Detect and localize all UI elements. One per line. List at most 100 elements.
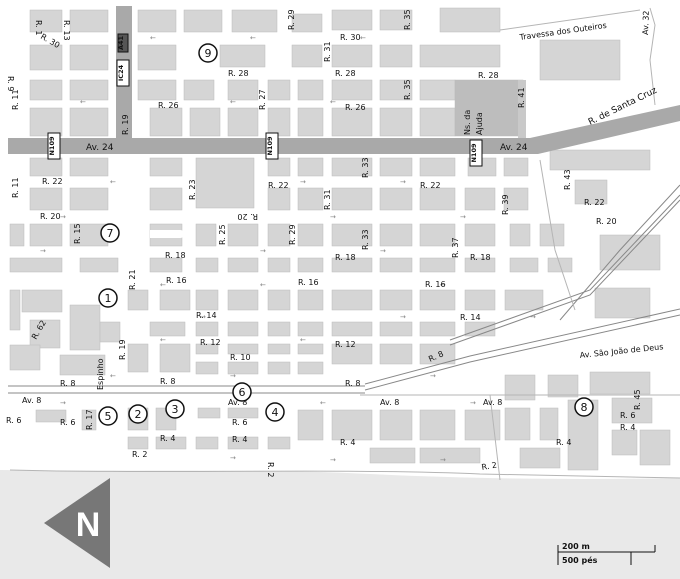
svg-text:R. 22: R. 22 (42, 177, 63, 186)
svg-text:R. 25: R. 25 (218, 224, 227, 245)
svg-text:R. 37: R. 37 (451, 237, 460, 258)
svg-text:→: → (470, 399, 476, 407)
svg-text:R. 23: R. 23 (188, 179, 197, 200)
svg-text:→: → (330, 456, 336, 464)
svg-text:4: 4 (272, 406, 279, 419)
marker-5[interactable]: 5 (98, 406, 118, 426)
markers[interactable]: 1 2 3 4 5 6 7 8 9 (98, 43, 594, 426)
svg-text:R. 6: R. 6 (620, 411, 635, 420)
svg-text:R. 43: R. 43 (563, 169, 572, 190)
svg-text:Av. 8: Av. 8 (380, 398, 399, 407)
svg-text:R. 19: R. 19 (121, 114, 130, 135)
svg-text:R. 6: R. 6 (60, 418, 75, 427)
svg-text:→: → (200, 313, 206, 321)
svg-text:R. 31: R. 31 (323, 189, 332, 210)
svg-text:R. 16: R. 16 (166, 276, 187, 285)
svg-text:R. 10: R. 10 (230, 353, 251, 362)
sea-area (0, 470, 680, 579)
svg-text:Av. 8: Av. 8 (228, 398, 247, 407)
svg-text:←: ← (110, 178, 116, 186)
highway-shields: IC24 A41 N109 N109 N109 (47, 33, 483, 167)
svg-text:R. 18: R. 18 (165, 251, 186, 260)
svg-text:R. 6: R. 6 (232, 418, 247, 427)
svg-text:3: 3 (172, 403, 179, 416)
svg-text:R. 14: R. 14 (196, 311, 217, 320)
svg-text:←: ← (320, 399, 326, 407)
n109-shield-2: N109 (265, 132, 279, 160)
svg-text:→: → (40, 247, 46, 255)
road-lines (9, 7, 680, 481)
direction-arrows: ←←← ←←← ←→→ →→→ →→→ ←←← →→→ ←← ←→→ →←→ →… (40, 34, 536, 464)
svg-text:→: → (60, 213, 66, 221)
svg-text:R. 18: R. 18 (335, 253, 356, 262)
park-shape (150, 230, 185, 238)
svg-text:→: → (400, 178, 406, 186)
svg-text:R. 20: R. 20 (40, 212, 61, 221)
north-compass-icon: N (44, 478, 110, 568)
svg-text:2: 2 (135, 408, 142, 421)
svg-text:200 m: 200 m (562, 542, 590, 551)
svg-text:Av. 8: Av. 8 (22, 396, 41, 405)
svg-text:R. 39: R. 39 (501, 194, 510, 215)
svg-text:R. 12: R. 12 (200, 338, 221, 347)
svg-text:R. 15: R. 15 (73, 223, 82, 244)
marker-4[interactable]: 4 (265, 402, 285, 422)
svg-text:R. 22: R. 22 (584, 198, 605, 207)
svg-text:Travessa dos Outeiros: Travessa dos Outeiros (518, 21, 607, 42)
ic24-shield: IC24 (116, 59, 130, 87)
marker-7[interactable]: 7 (100, 223, 120, 243)
svg-text:R. 17: R. 17 (85, 409, 94, 430)
svg-text:R. 2: R. 2 (132, 450, 147, 459)
n109-shield-3: N109 (469, 139, 483, 167)
svg-text:9: 9 (205, 47, 212, 60)
svg-text:R. 16: R. 16 (298, 278, 319, 287)
svg-text:→: → (60, 399, 66, 407)
svg-text:←: ← (360, 34, 366, 42)
railway (8, 184, 680, 394)
svg-text:R. 9: R. 9 (6, 76, 15, 91)
svg-text:→: → (230, 372, 236, 380)
marker-2[interactable]: 2 (128, 404, 148, 424)
svg-text:R. 30: R. 30 (340, 33, 361, 42)
svg-text:R. 2: R. 2 (266, 462, 275, 477)
svg-text:A41: A41 (117, 35, 125, 50)
svg-text:R. 35: R. 35 (403, 9, 412, 30)
svg-text:R. 31: R. 31 (323, 41, 332, 62)
svg-text:Ajuda: Ajuda (475, 112, 484, 135)
svg-text:R. 21: R. 21 (128, 269, 137, 290)
svg-text:500 pés: 500 pés (562, 555, 598, 565)
marker-9[interactable]: 9 (198, 43, 218, 63)
svg-text:8: 8 (581, 401, 588, 414)
a41-shield: A41 (117, 33, 129, 53)
svg-text:←: ← (160, 281, 166, 289)
marker-3[interactable]: 3 (165, 399, 185, 419)
svg-text:IC24: IC24 (117, 64, 125, 81)
svg-text:R. 4: R. 4 (620, 423, 635, 432)
svg-text:→: → (460, 213, 466, 221)
svg-text:Av. 24: Av. 24 (500, 143, 528, 153)
svg-text:R. 28: R. 28 (478, 71, 499, 80)
svg-text:R. 28: R. 28 (228, 69, 249, 78)
svg-text:6: 6 (239, 386, 246, 399)
svg-text:R. 4: R. 4 (160, 434, 175, 443)
svg-text:←: ← (250, 34, 256, 42)
svg-text:Av. São João de Deus: Av. São João de Deus (579, 342, 664, 360)
svg-text:1: 1 (105, 292, 112, 305)
marker-1[interactable]: 1 (98, 288, 118, 308)
svg-text:Av. 8: Av. 8 (483, 398, 502, 407)
svg-text:N109: N109 (266, 136, 274, 155)
svg-text:→: → (330, 213, 336, 221)
n109-shield-1: N109 (47, 132, 61, 160)
scale-bar: 200 m 500 pés (557, 542, 656, 565)
svg-text:R. 16: R. 16 (425, 280, 446, 289)
svg-text:R. 20: R. 20 (237, 212, 258, 221)
svg-text:5: 5 (105, 410, 112, 423)
svg-text:R. 18: R. 18 (470, 253, 491, 262)
svg-text:R. 26: R. 26 (345, 103, 366, 112)
svg-text:Espinho: Espinho (96, 358, 105, 390)
marker-8[interactable]: 8 (574, 397, 594, 417)
svg-text:R. 4: R. 4 (340, 438, 355, 447)
marker-6[interactable]: 6 (232, 382, 252, 402)
svg-text:R. 4: R. 4 (232, 435, 247, 444)
